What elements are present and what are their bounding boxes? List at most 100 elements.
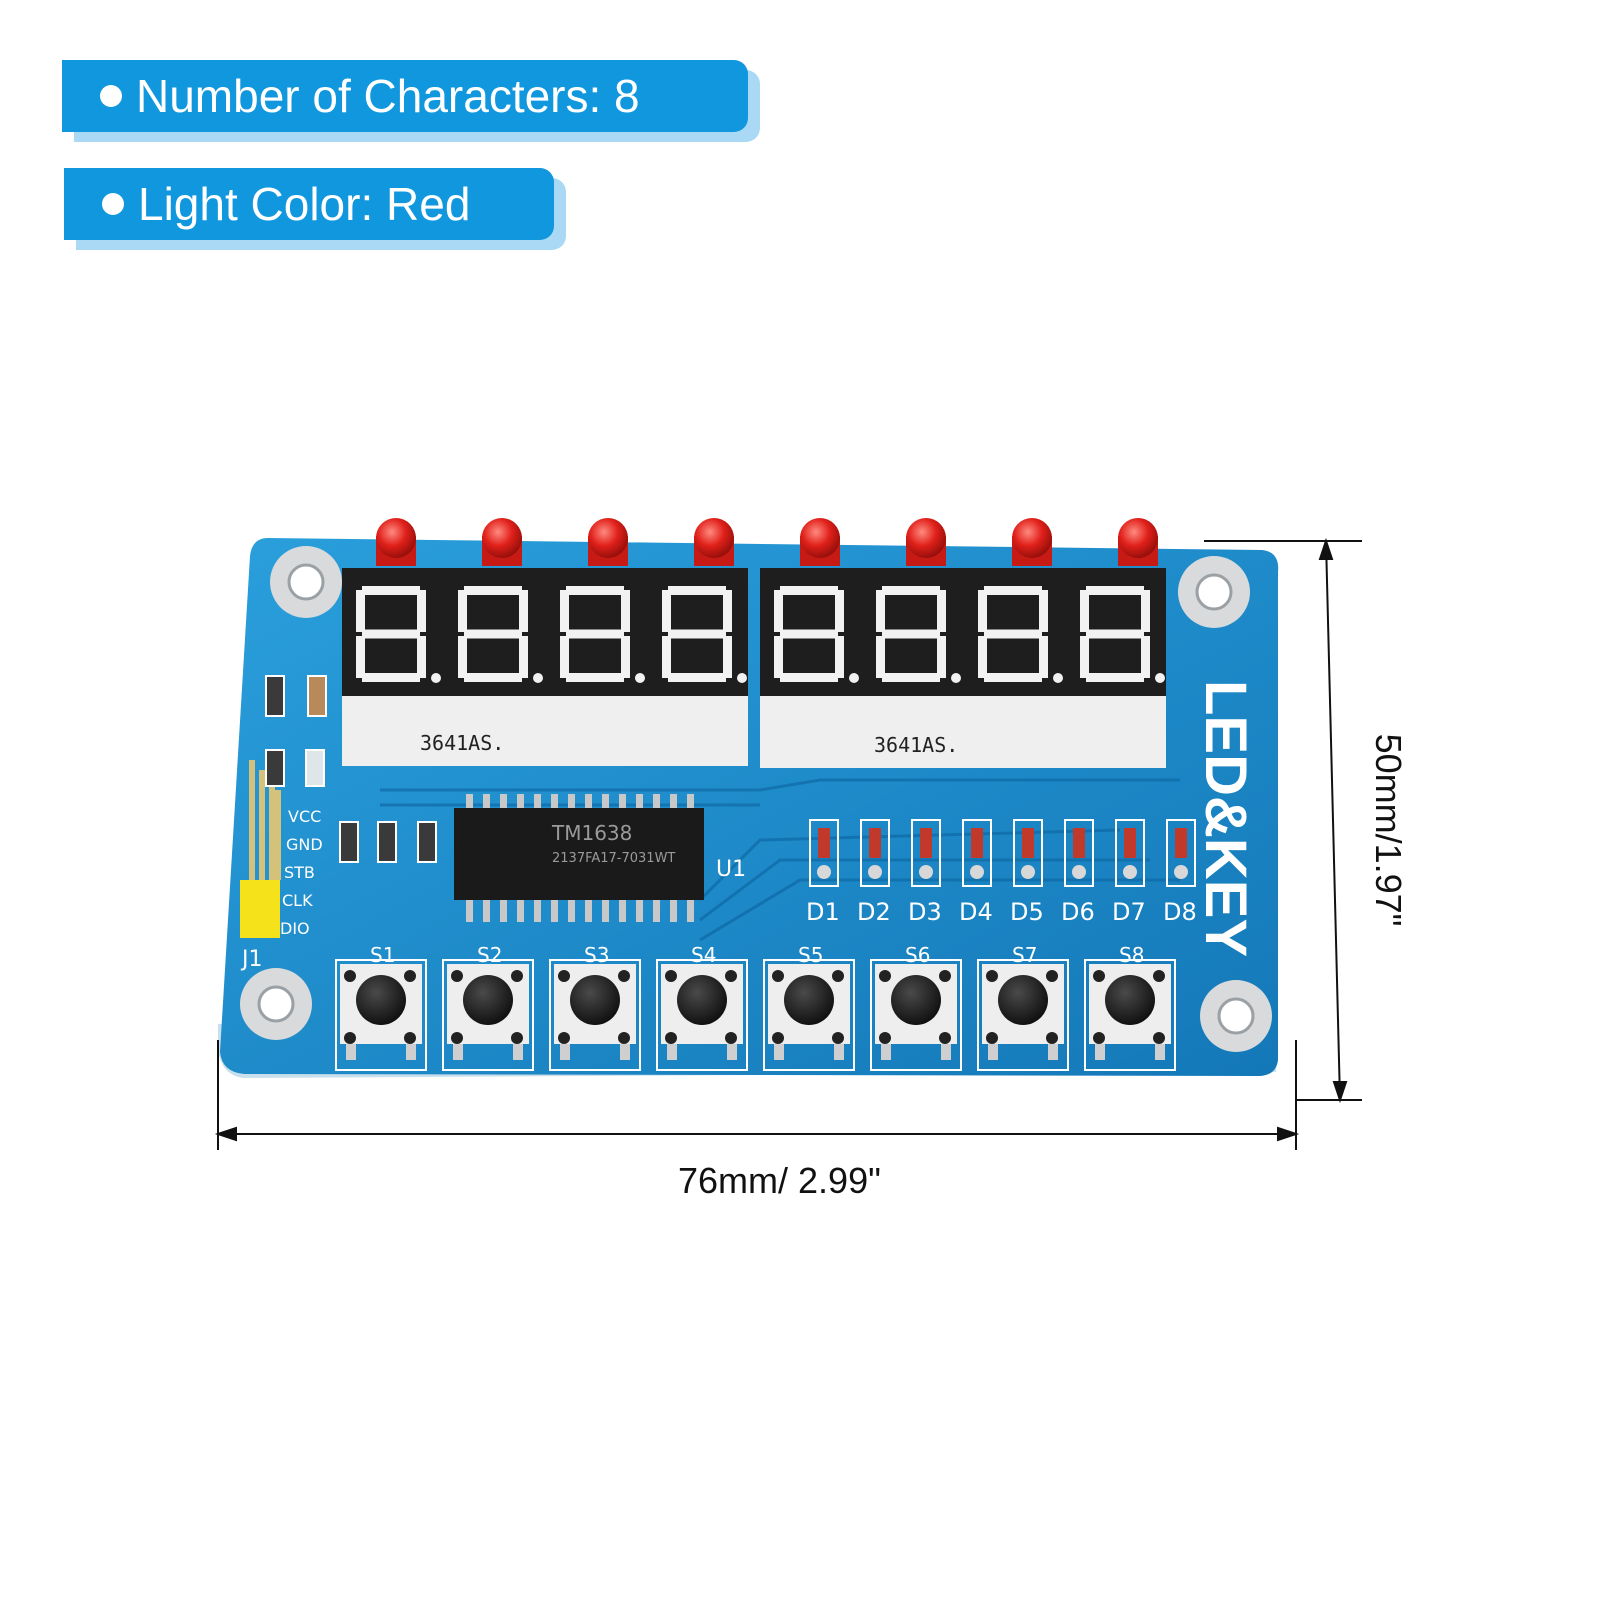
- bullet-icon: [100, 84, 122, 107]
- smd-led-d6: [1064, 819, 1094, 887]
- chip-pin: [636, 794, 643, 810]
- smd-led-d2: [860, 819, 890, 887]
- chip-pin: [636, 898, 643, 922]
- push-button-s8: S8: [1084, 943, 1176, 1071]
- tm1638-chip: [454, 794, 704, 922]
- chip-pin: [466, 898, 473, 922]
- chip-pin: [500, 794, 507, 810]
- smd-components: [265, 675, 437, 863]
- push-button-s2: S2: [442, 943, 534, 1071]
- spec-badge-light-color: Light Color: Red: [64, 168, 554, 240]
- pin-label-vcc: VCC: [288, 807, 321, 826]
- push-button-s1: S1: [335, 943, 427, 1071]
- smd-led-label: D7: [1112, 898, 1146, 926]
- chip-pin: [687, 898, 694, 922]
- chip-pin: [483, 898, 490, 922]
- chip-pin: [670, 898, 677, 922]
- chip-pin: [585, 898, 592, 922]
- red-led-5: [800, 518, 840, 566]
- smd-led-label: D5: [1010, 898, 1044, 926]
- chip-pin: [619, 898, 626, 922]
- spec-label: Number of Characters: 8: [136, 70, 640, 122]
- header-ref-label: J1: [240, 947, 263, 972]
- button-label: S5: [798, 943, 823, 967]
- smd-led-label: D2: [857, 898, 891, 926]
- dimension-lines: [214, 537, 1362, 1150]
- chip-pin: [534, 898, 541, 922]
- digit-1: [356, 586, 441, 683]
- chip-pin: [568, 794, 575, 810]
- red-led-6: [906, 518, 946, 566]
- chip-pin: [568, 898, 575, 922]
- digit-5: [774, 586, 859, 683]
- chip-pin: [483, 794, 490, 810]
- smd-led-d4: [962, 819, 992, 887]
- chip-pin: [602, 794, 609, 810]
- height-dimension-label: 50mm/1.97": [1368, 733, 1409, 927]
- red-led-2: [482, 518, 522, 566]
- chip-pin: [466, 794, 473, 810]
- bullet-icon: [102, 192, 124, 215]
- pin-label-clk: CLK: [282, 891, 313, 910]
- chip-name: TM1638: [551, 821, 632, 845]
- seven-segment-display-right: [760, 568, 1166, 768]
- chip-pin: [517, 898, 524, 922]
- chip-pin: [619, 794, 626, 810]
- chip-pin: [585, 794, 592, 810]
- smd-led-d8: [1166, 819, 1196, 887]
- chip-pin: [653, 794, 660, 810]
- button-label: S6: [905, 943, 930, 967]
- display-digits: [356, 586, 1165, 683]
- button-label: S1: [370, 943, 395, 967]
- pin-label-gnd: GND: [286, 835, 323, 854]
- button-label: S2: [477, 943, 502, 967]
- button-label: S7: [1012, 943, 1037, 967]
- smd-led-d7: [1115, 819, 1145, 887]
- spec-label: Light Color: Red: [138, 178, 471, 230]
- smd-led-label: D8: [1163, 898, 1197, 926]
- red-led-3: [588, 518, 628, 566]
- smd-led-label: D1: [806, 898, 840, 926]
- digit-4: [662, 586, 747, 683]
- chip-pin: [500, 898, 507, 922]
- seven-segment-display-left: [342, 568, 748, 766]
- chip-code: 2137FA17-7031WT: [552, 851, 675, 866]
- smd-led-label: D6: [1061, 898, 1095, 926]
- red-led-1: [376, 518, 416, 566]
- smd-led-label: D3: [908, 898, 942, 926]
- red-led-7: [1012, 518, 1052, 566]
- pcb-traces: [380, 778, 1180, 942]
- mounting-holes: [240, 546, 1272, 1052]
- push-button-s6: S6: [870, 943, 962, 1071]
- smd-led-d5: [1013, 819, 1043, 887]
- smd-led-d3: [911, 819, 941, 887]
- spec-badge-characters: Number of Characters: 8: [62, 60, 748, 132]
- chip-pin: [551, 794, 558, 810]
- red-led-8: [1118, 518, 1158, 566]
- digit-6: [876, 586, 961, 683]
- chip-pin: [653, 898, 660, 922]
- pin-label-dio: DIO: [280, 919, 310, 938]
- push-button-s5: S5: [763, 943, 855, 1071]
- red-led-4: [694, 518, 734, 566]
- chip-pin: [687, 794, 694, 810]
- red-leds: [376, 518, 1158, 566]
- chip-pin: [670, 794, 677, 810]
- digit-3: [560, 586, 645, 683]
- chip-pin: [517, 794, 524, 810]
- width-dimension-label: 76mm/ 2.99": [678, 1160, 881, 1201]
- display-part-left: 3641AS.: [420, 731, 504, 755]
- button-label: S3: [584, 943, 609, 967]
- digit-7: [978, 586, 1063, 683]
- button-label: S4: [691, 943, 716, 967]
- digit-8: [1080, 586, 1165, 683]
- push-buttons: S1 S2 S3 S4 S5 S6 S7 S8: [335, 943, 1176, 1071]
- chip-pin: [602, 898, 609, 922]
- push-button-s3: S3: [549, 943, 641, 1071]
- chip-pin: [551, 898, 558, 922]
- display-part-right: 3641AS.: [874, 733, 958, 757]
- push-button-s4: S4: [656, 943, 748, 1071]
- pin-header: [240, 760, 281, 938]
